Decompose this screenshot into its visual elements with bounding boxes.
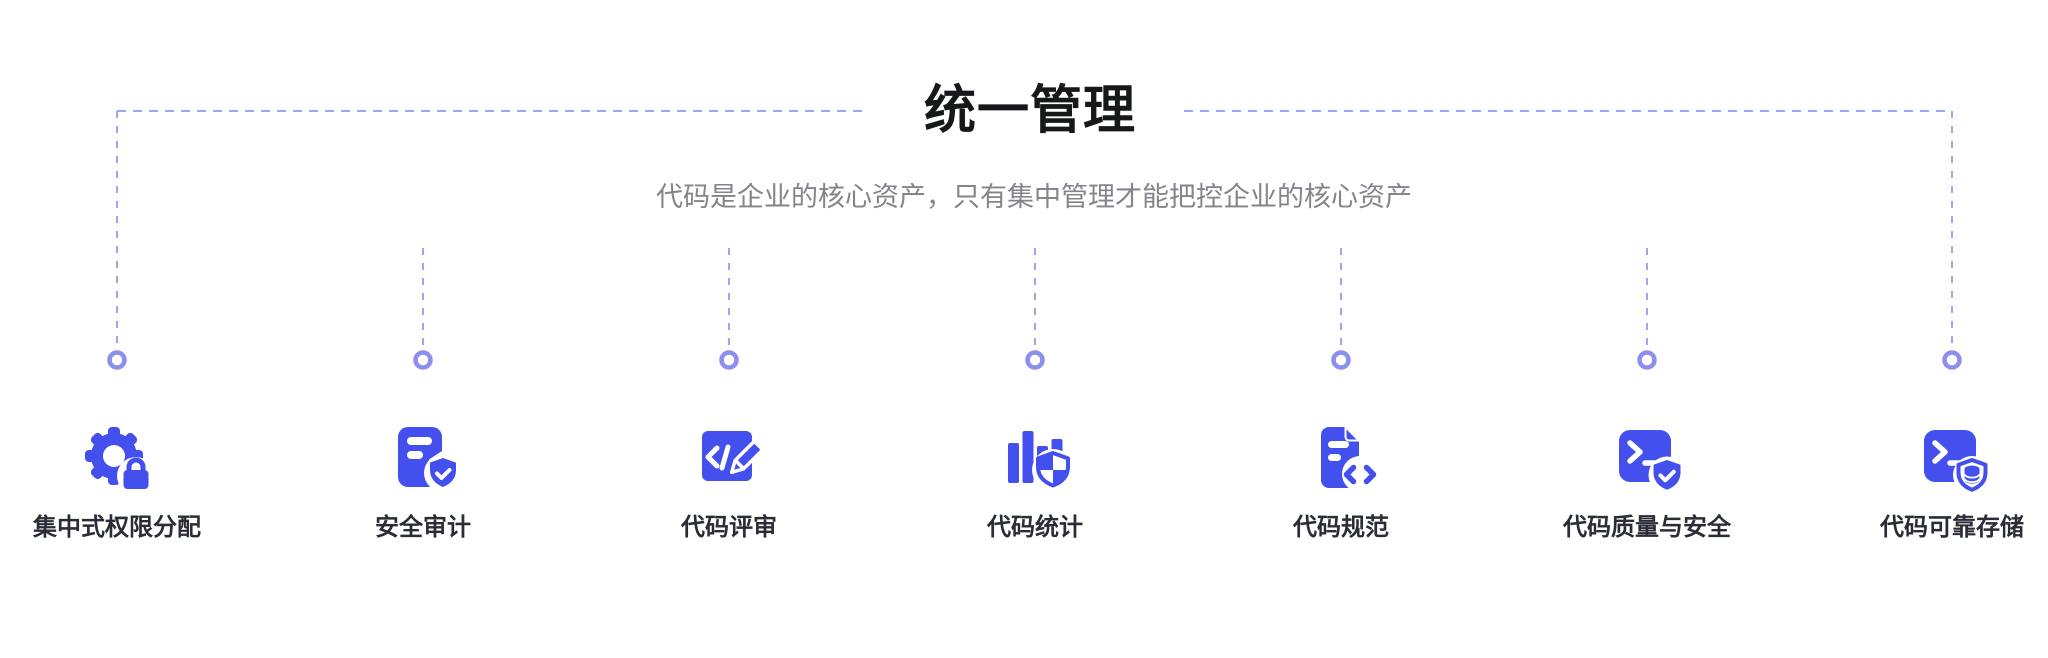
connector-node-5	[1331, 350, 1351, 370]
feature-label: 代码可靠存储	[1880, 514, 2024, 541]
connector-node-4	[1025, 350, 1045, 370]
document-shield-check-icon	[383, 418, 463, 498]
terminal-shield-check-icon	[1607, 418, 1687, 498]
connector-node-3	[719, 350, 739, 370]
feature-label: 集中式权限分配	[33, 514, 201, 541]
feature-item-centralized-permissions: 集中式权限分配	[0, 418, 247, 542]
gear-lock-icon	[77, 418, 157, 498]
document-code-icon	[1301, 418, 1381, 498]
connector-node-6	[1637, 350, 1657, 370]
feature-item-code-standards: 代码规范	[1211, 418, 1471, 542]
connector-node-2	[413, 350, 433, 370]
feature-item-code-quality-security: 代码质量与安全	[1517, 418, 1777, 542]
connector-node-1	[107, 350, 127, 370]
feature-label: 代码统计	[987, 514, 1083, 541]
feature-label: 安全审计	[375, 514, 471, 541]
feature-item-code-review: 代码评审	[599, 418, 859, 542]
section-title: 统一管理	[923, 82, 1137, 140]
feature-item-code-statistics: 代码统计	[905, 418, 1165, 542]
feature-label: 代码评审	[681, 514, 777, 541]
code-edit-icon	[689, 418, 769, 498]
section-subtitle: 代码是企业的核心资产，只有集中管理才能把控企业的核心资产	[656, 182, 1412, 212]
feature-item-security-audit: 安全审计	[293, 418, 553, 542]
terminal-shield-database-icon	[1912, 418, 1992, 498]
feature-label: 代码规范	[1293, 514, 1389, 541]
feature-item-reliable-storage: 代码可靠存储	[1822, 418, 2048, 542]
bar-chart-shield-icon	[995, 418, 1075, 498]
feature-label: 代码质量与安全	[1563, 514, 1731, 541]
connector-node-7	[1942, 350, 1962, 370]
